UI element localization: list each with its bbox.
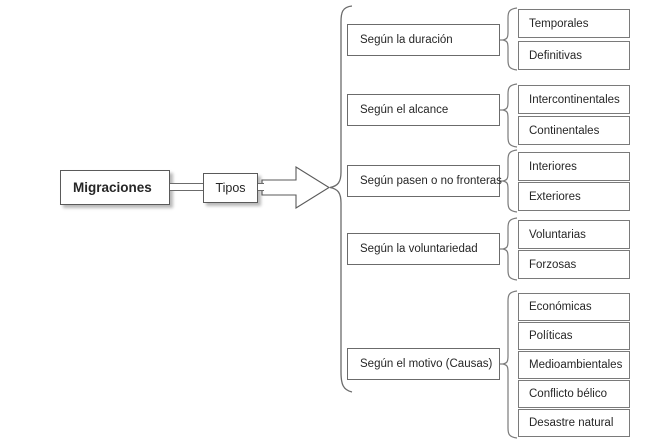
leaf-label: Voluntarias [529,228,586,241]
category-box-alcance[interactable]: Según el alcance [347,94,500,126]
leaf-label: Definitivas [529,49,583,62]
leaf-box-intercontinentales[interactable]: Intercontinentales [518,85,630,114]
connector-node-tipos[interactable]: Tipos [203,173,258,203]
leaf-label: Económicas [529,301,592,313]
leaf-label: Continentales [529,124,600,137]
leaf-label: Temporales [529,17,589,30]
leaf-box-desastre-natural[interactable]: Desastre natural [518,409,630,437]
leaf-label: Intercontinentales [529,93,620,106]
category-box-duracion[interactable]: Según la duración [347,24,500,56]
block-arrow-right-icon [261,166,331,209]
branch-connector-group [500,39,503,365]
category-box-motivo[interactable]: Según el motivo (Causas) [347,348,500,380]
leaf-label: Exteriores [529,190,581,203]
leaf-box-temporales[interactable]: Temporales [518,9,630,38]
leaf-label: Forzosas [529,258,577,271]
category-label: Según el alcance [360,104,449,116]
root-node-migraciones[interactable]: Migraciones [60,170,170,205]
leaf-box-voluntarias[interactable]: Voluntarias [518,220,630,249]
leaf-label: Conflicto bélico [529,388,607,400]
leaf-box-exteriores[interactable]: Exteriores [518,182,630,211]
leaf-label: Medioambientales [529,359,623,371]
leaf-box-politicas[interactable]: Políticas [518,322,630,350]
large-curly-brace-icon [329,5,353,393]
leaf-box-economicas[interactable]: Económicas [518,293,630,321]
root-node-label: Migraciones [73,180,152,195]
category-label: Según el motivo (Causas) [360,358,493,370]
category-box-voluntariedad[interactable]: Según la voluntariedad [347,233,500,265]
leaf-label: Políticas [529,330,573,342]
category-label: Según la voluntariedad [360,243,478,255]
connector-line-root-to-tipos [170,183,203,191]
leaf-label: Desastre natural [529,417,614,429]
category-box-fronteras[interactable]: Según pasen o no fronteras [347,165,502,197]
category-label: Según la duración [360,34,453,46]
connector-node-label: Tipos [215,181,246,195]
leaf-box-medioambientales[interactable]: Medioambientales [518,351,630,379]
branch-brace-group [502,7,518,439]
connector-line-tipos-to-arrow [258,183,264,191]
category-label: Según pasen o no fronteras [360,175,502,187]
leaf-label: Interiores [529,160,577,173]
leaf-box-forzosas[interactable]: Forzosas [518,250,630,279]
leaf-box-interiores[interactable]: Interiores [518,152,630,181]
leaf-box-continentales[interactable]: Continentales [518,116,630,145]
leaf-box-definitivas[interactable]: Definitivas [518,41,630,70]
leaf-box-conflicto-belico[interactable]: Conflicto bélico [518,380,630,408]
